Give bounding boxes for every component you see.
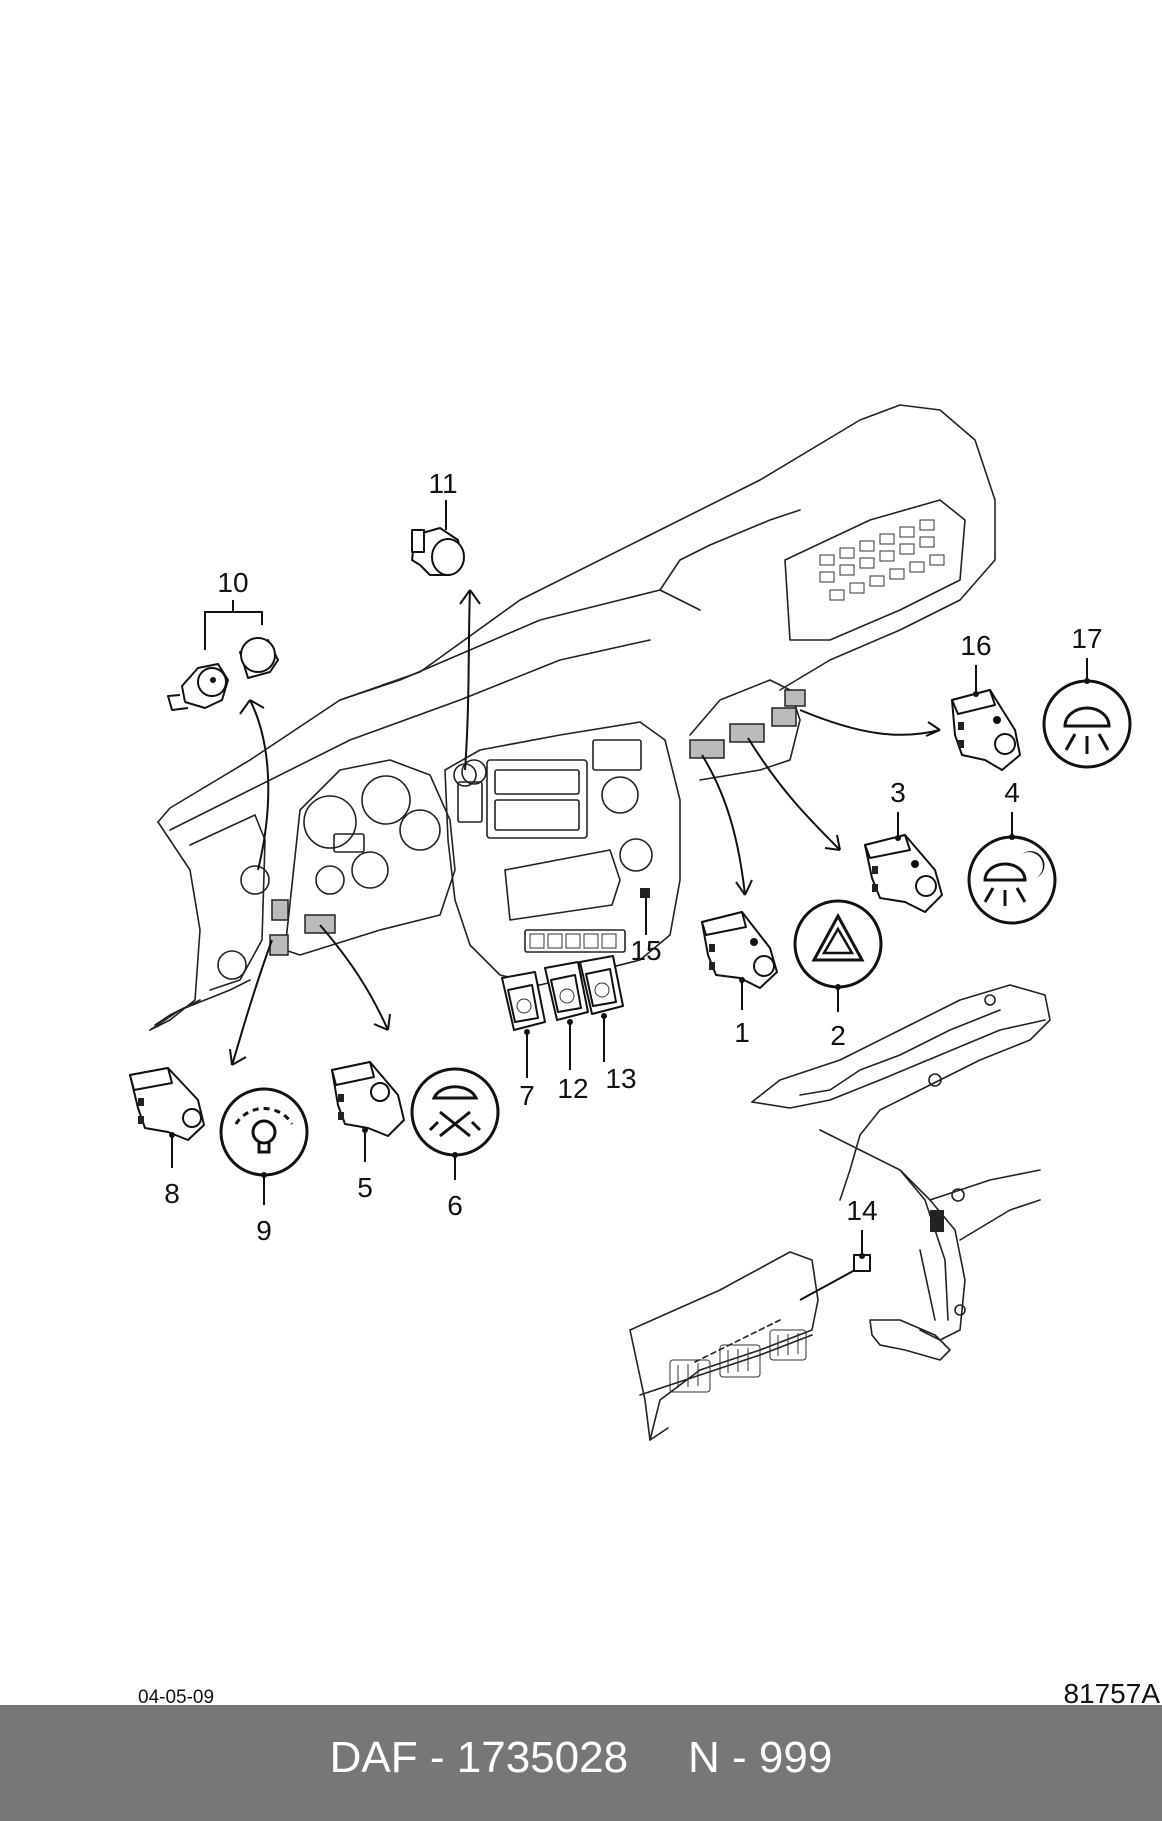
callout-3: 3 (890, 777, 906, 808)
part-13-switch (579, 955, 624, 1062)
callout-8: 8 (164, 1178, 180, 1209)
symbol-4-night-light (967, 812, 1057, 925)
part-3-rocker-switch (864, 812, 943, 913)
part-12-switch (544, 961, 589, 1070)
drawing-number: 81757A (1063, 1678, 1160, 1705)
callout-16: 16 (960, 630, 991, 661)
part-1-rocker-switch (701, 911, 778, 1010)
callout-9: 9 (256, 1215, 272, 1246)
part-10-switch-pair (167, 600, 279, 711)
callout-6: 6 (447, 1190, 463, 1221)
symbol-17-interior-light (1042, 658, 1132, 769)
part-7-switch (501, 971, 546, 1078)
symbol-6-light-off (410, 1067, 500, 1180)
frame-and-panel-drawing (629, 984, 1051, 1441)
callout-17: 17 (1071, 623, 1102, 654)
dashboard-drawing (149, 404, 996, 1031)
part-5-rocker-switch (331, 1061, 405, 1162)
part-16-rocker-switch (951, 665, 1021, 771)
callout-1: 1 (734, 1017, 750, 1048)
callout-11: 11 (428, 468, 457, 499)
part-11-switch (411, 500, 465, 576)
callout-13: 13 (605, 1063, 636, 1094)
footer-separator: - (417, 1733, 457, 1782)
symbol-9-work-lamp (219, 1087, 309, 1205)
callout-15: 15 (630, 935, 661, 966)
footer-part-number: 1735028 (456, 1733, 629, 1782)
part-8-rocker-switch (129, 1067, 205, 1168)
callout-5: 5 (357, 1172, 373, 1203)
callout-12: 12 (557, 1073, 588, 1104)
parts-diagram: 11 10 16 17 3 4 15 1 2 7 12 13 8 9 5 6 1… (129, 404, 1160, 1705)
footer-brand: DAF (329, 1733, 418, 1782)
callout-14: 14 (846, 1195, 877, 1226)
callout-10: 10 (217, 567, 248, 598)
location-arrows (229, 589, 941, 1066)
callout-4: 4 (1004, 777, 1020, 808)
footer-text: DAF - 1735028 N - 999 (0, 1733, 1162, 1783)
callout-7: 7 (519, 1080, 535, 1111)
footer-bar: DAF - 1735028 N - 999 (0, 1705, 1162, 1821)
diagram-date: 04-05-09 (138, 1687, 214, 1705)
callout-labels: 11 10 16 17 3 4 15 1 2 7 12 13 8 9 5 6 1… (138, 468, 1160, 1705)
callout-2: 2 (830, 1020, 846, 1051)
symbol-2-hazard-warning (793, 899, 883, 1012)
footer-code: N - 999 (688, 1733, 833, 1782)
